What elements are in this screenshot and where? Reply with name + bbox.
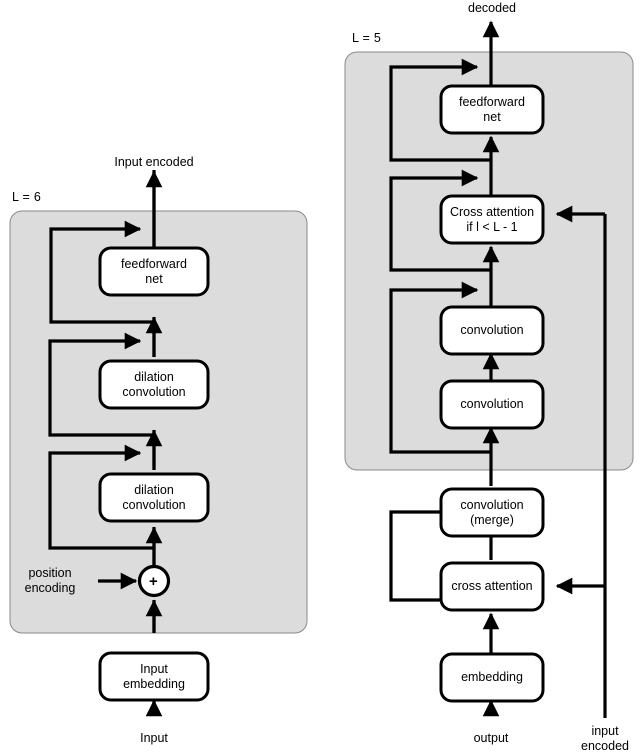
- skip-encoder-dc2: [48, 332, 154, 437]
- skip-decoder-convs: [389, 281, 491, 454]
- skip-encoder-dc1: [48, 444, 154, 550]
- add-operator-symbol: +: [149, 573, 158, 590]
- skip-decoder-ff: [389, 58, 491, 162]
- decoder-label-convolution-1: convolution: [460, 397, 524, 411]
- encoder-box-feedforward-net: [98, 246, 210, 297]
- decoder-label-convolution-2: convolution: [460, 323, 524, 337]
- decoder-label-convolution-merge: convolution(merge): [460, 497, 524, 527]
- encoder-box-dilation-conv-1: [98, 472, 210, 523]
- decoder-box-convolution-merge: [439, 487, 545, 538]
- encoder-panel: [9, 210, 308, 634]
- decoder-box-convolution-2: [439, 305, 545, 356]
- decoder-box-cross-attention: [439, 561, 545, 612]
- encoder-panel-label: L = 6: [12, 190, 42, 204]
- decoder-box-cross-attention-l: [439, 194, 545, 245]
- position-encoding-add-node: [137, 564, 171, 598]
- skip-encoder-ff: [49, 220, 154, 324]
- decoder-label-cross-attention: cross attention: [451, 579, 533, 593]
- decoder-box-feedforward-net: [439, 84, 545, 135]
- decoder-panel-label: L = 5: [352, 31, 382, 45]
- encoder-box-dilation-conv-2: [98, 359, 210, 410]
- skip-decoder-xattncond: [389, 169, 491, 272]
- encoder-box-input-embedding: [98, 651, 210, 702]
- decoder-box-convolution-1: [439, 379, 545, 430]
- decoder-box-embedding: [439, 652, 545, 703]
- decoder-label-embedding: embedding: [461, 670, 523, 684]
